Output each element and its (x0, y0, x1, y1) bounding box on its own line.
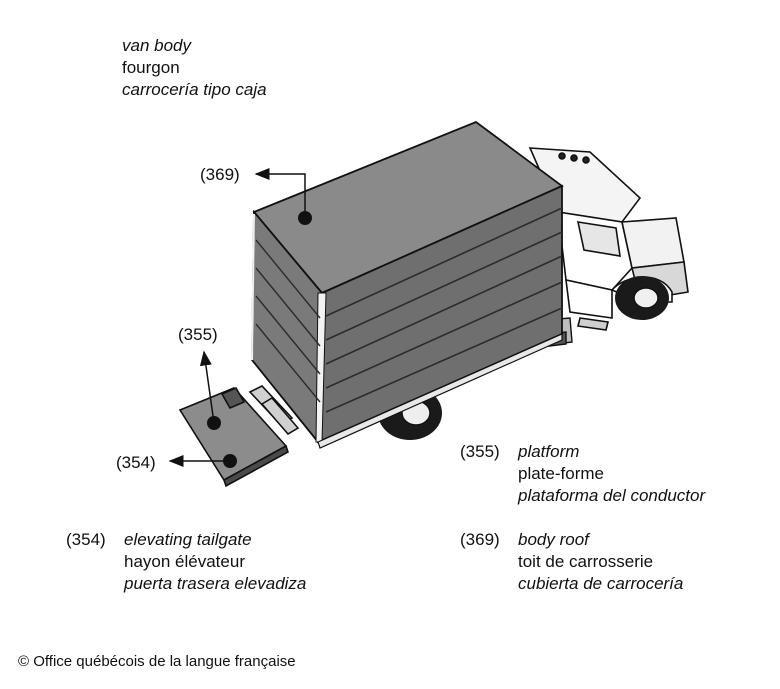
entry-roof-es: cubierta de carrocería (518, 574, 684, 593)
entry-tailgate-code: (354) (66, 530, 106, 549)
callout-arrows (168, 168, 306, 467)
copyright-notice: © Office québécois de la langue français… (18, 653, 296, 670)
entry-tailgate-en: elevating tailgate (124, 530, 252, 549)
callout-tailgate: (354) (116, 453, 156, 472)
entry-roof-fr: toit de carrosserie (518, 552, 654, 571)
side-ribs (325, 207, 563, 413)
entry-roof-en: body roof (518, 530, 589, 549)
entry-tailgate-es: puerta trasera elevadiza (124, 574, 307, 593)
title-es: carrocería tipo caja (122, 80, 267, 99)
title-block: van body fourgon carrocería tipo caja (122, 35, 267, 101)
callout-platform: (355) (178, 325, 218, 344)
elevating-tailgate (178, 386, 289, 488)
entry-platform-code: (355) (460, 442, 500, 461)
entry-platform-fr: plate-forme (518, 464, 604, 483)
title-en: van body (122, 36, 191, 55)
rear-ribs (255, 239, 321, 403)
van-body-box (251, 120, 564, 445)
entry-platform-en: platform (518, 442, 580, 461)
entry-platform-es: plataforma del conductor (518, 486, 706, 505)
front-wheel (615, 276, 669, 320)
title-fr: fourgon (122, 58, 180, 77)
entry-tailgate-fr: hayon élévateur (124, 552, 245, 571)
entry-roof: (369) body roof toit de carrosserie cubi… (460, 529, 770, 599)
callout-roof: (369) (200, 165, 240, 184)
entry-roof-code: (369) (460, 530, 500, 549)
bottom-rail (317, 333, 563, 449)
tailgate-arms (248, 385, 300, 436)
entry-platform: (355) platform plate-forme plataforma de… (460, 441, 770, 511)
entry-tailgate: (354) elevating tailgate hayon élévateur… (66, 529, 366, 599)
